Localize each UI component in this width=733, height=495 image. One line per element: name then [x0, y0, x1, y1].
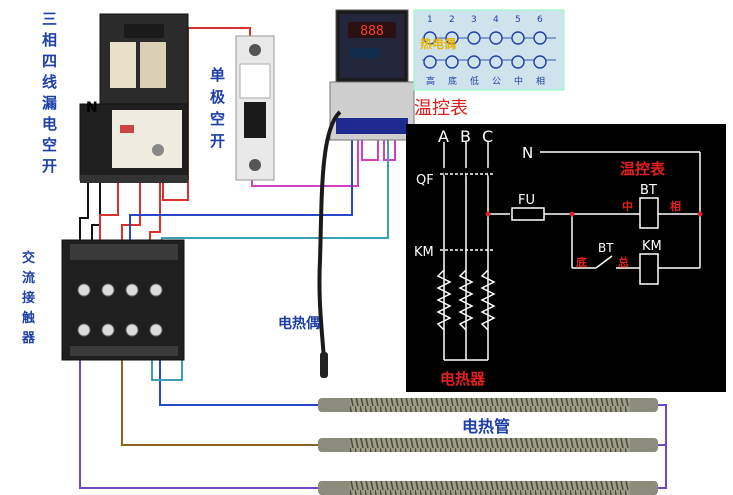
heating-tubes: [318, 398, 658, 495]
terminal-number: 5: [515, 15, 521, 25]
phase-b-label: B: [460, 127, 471, 146]
km-coil-label: KM: [642, 239, 662, 254]
qf-label: QF: [416, 173, 434, 188]
terminal-card: 1 2 3 4 5 6 高 底 低 公 中 相 热电偶: [413, 9, 565, 91]
breaker-label-char: 线: [42, 73, 57, 91]
leakage-breaker: [79, 13, 189, 183]
breaker-label-char: 电: [42, 115, 57, 133]
wire-magenta: [361, 140, 379, 161]
single-breaker-label-char: 开: [210, 132, 225, 150]
single-breaker-label-char: 单: [210, 66, 225, 84]
neutral-label: N: [522, 144, 533, 162]
bt-top-label: BT: [640, 183, 657, 198]
ac-contactor: [61, 239, 185, 361]
wire-magenta: [251, 140, 359, 187]
breaker-label-char: 四: [42, 52, 57, 70]
single-breaker-label-char: 极: [210, 88, 226, 106]
heating-tube: [318, 481, 658, 495]
wire-blue: [159, 350, 318, 406]
single-pole-breaker: [235, 35, 275, 181]
terminal-bottom-label: 高: [426, 75, 435, 87]
wire-brown: [121, 350, 318, 446]
contactor-label-char: 流: [22, 270, 35, 286]
breaker-label-char: 开: [42, 157, 57, 175]
terminal-bottom-label: 公: [492, 76, 501, 87]
contactor-label-char: 触: [21, 310, 35, 326]
wire-black: [91, 178, 101, 240]
heating-tubes-label: 电热管: [462, 417, 510, 436]
thermocouple-cable: [317, 110, 342, 361]
breaker-label-char: 空: [42, 136, 57, 154]
wire-purple: [658, 404, 667, 489]
wire-red: [99, 178, 119, 240]
contactor-label-char: 交: [22, 250, 35, 266]
breaker-label-char: 三: [42, 10, 57, 28]
phase-c-label: C: [482, 127, 493, 146]
wire-red: [149, 178, 161, 240]
xiang-label: 相: [670, 199, 681, 213]
controller-display: 888: [360, 24, 383, 39]
phase-a-label: A: [438, 127, 449, 146]
terminal-bottom-label: 底: [448, 75, 457, 87]
bt-low-label: BT: [598, 241, 614, 255]
km-label: KM: [414, 245, 434, 260]
terminal-number: 1: [427, 15, 433, 25]
single-breaker-label-char: 空: [210, 110, 225, 128]
thermocouple-card-label: 热电偶: [420, 36, 456, 51]
thermocouple-probe: [320, 352, 328, 378]
terminal-number: 6: [537, 15, 543, 25]
wire-blue: [129, 140, 353, 240]
wire-cyan: [151, 350, 183, 381]
heating-tube: [318, 398, 658, 412]
terminal-bottom-label: 相: [536, 75, 545, 87]
contactor-label-char: 器: [21, 331, 36, 346]
breaker-label-char: 漏: [42, 94, 57, 112]
schematic-panel: A B C N QF KM FU 温控表 BT BT KM 中 相 底 总 电热…: [406, 124, 726, 392]
wire-black: [79, 178, 89, 240]
breaker-label-char: 相: [42, 31, 57, 49]
di-label: 底: [576, 255, 587, 269]
controller-label: 温控表: [414, 98, 468, 119]
terminal-number: 2: [449, 15, 455, 25]
heating-tube: [318, 438, 658, 452]
neutral-n-label: N: [86, 100, 98, 116]
heater-label: 电热器: [440, 370, 486, 388]
terminal-bottom-label: 中: [514, 75, 523, 87]
thermocouple-label: 电热偶: [278, 315, 320, 332]
wire-magenta: [383, 140, 396, 161]
wire-cyan: [161, 140, 389, 245]
terminal-number: 4: [493, 15, 499, 25]
fu-label: FU: [518, 193, 535, 208]
zong-label: 总: [618, 255, 629, 269]
zhong-label: 中: [622, 199, 633, 213]
temperature-controller: 888: [329, 9, 415, 141]
terminal-bottom-label: 低: [470, 75, 479, 87]
terminal-number: 3: [471, 15, 477, 25]
controller-title: 温控表: [620, 160, 666, 178]
contactor-label-char: 接: [22, 290, 35, 306]
